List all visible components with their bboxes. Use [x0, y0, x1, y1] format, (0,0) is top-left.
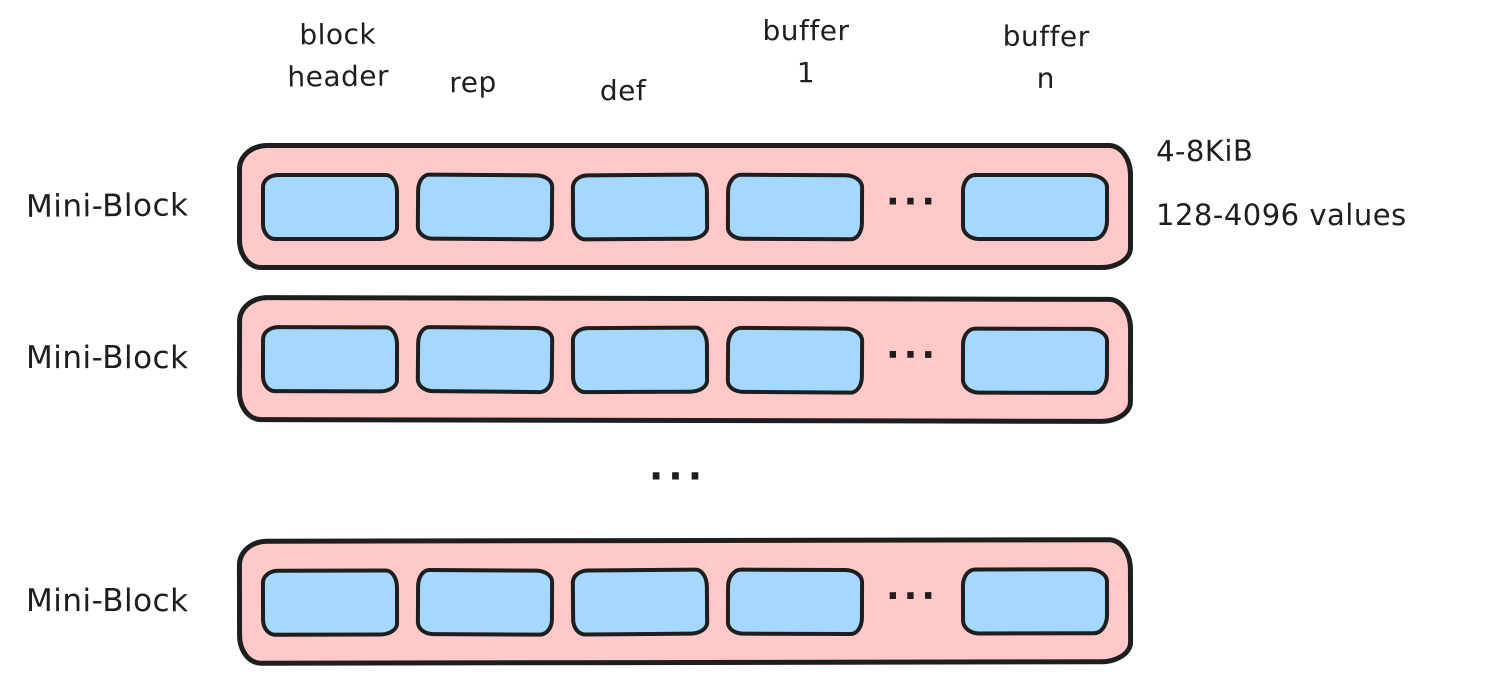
column-label-buffer-n: buffer n	[1002, 19, 1090, 96]
buffer-cell-buffer-n	[960, 326, 1110, 395]
annotation-size: 4-8KiB	[1155, 133, 1254, 169]
buffer-cell-def	[570, 567, 710, 637]
buffer-cell-buffer-1	[725, 325, 865, 395]
buffer-ellipsis: ...	[885, 341, 940, 367]
buffer-cell-rep	[415, 324, 555, 394]
buffer-cell-block-header	[261, 172, 399, 241]
column-label-def: def	[599, 74, 647, 107]
buffer-cell-def	[570, 325, 710, 394]
column-label-rep: rep	[449, 65, 497, 100]
mini-block-container-2: ...	[236, 295, 1134, 424]
buffer-cell-buffer-n	[961, 172, 1109, 241]
buffer-cell-buffer-1	[725, 172, 865, 241]
buffer-cell-rep	[415, 567, 555, 637]
buffer-ellipsis: ...	[885, 188, 940, 213]
mini-block-container-1: ...	[237, 143, 1133, 270]
row-label-mini-block-1: Mini-Block	[25, 187, 189, 225]
buffer-cell-def	[570, 172, 710, 241]
mini-block-container-3: ...	[236, 537, 1134, 666]
row-label-mini-block-2: Mini-Block	[26, 340, 189, 376]
rows-ellipsis: ...	[648, 444, 708, 489]
buffer-cell-block-header	[260, 567, 400, 637]
buffer-cell-buffer-n	[960, 566, 1110, 636]
buffer-cell-block-header	[260, 324, 400, 393]
buffer-ellipsis: ...	[885, 583, 940, 608]
buffer-cell-buffer-1	[725, 567, 865, 636]
column-label-buffer-1: buffer 1	[762, 14, 850, 89]
row-label-mini-block-3: Mini-Block	[26, 583, 189, 619]
annotation-values: 128-4096 values	[1156, 198, 1407, 232]
buffer-cell-rep	[415, 172, 555, 241]
